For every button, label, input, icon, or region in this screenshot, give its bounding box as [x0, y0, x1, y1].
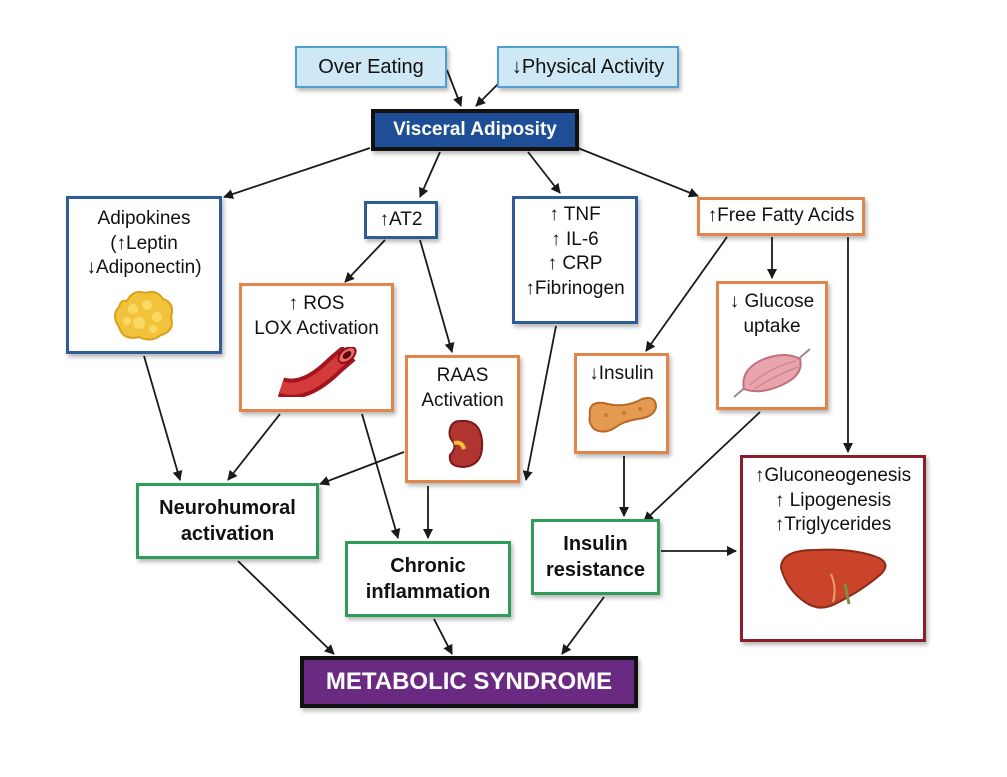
- glucose-uptake-box: ↓ Glucose uptake: [716, 281, 828, 410]
- il6-label: ↑ IL-6: [551, 228, 599, 250]
- adipokines-box: Adipokines (↑Leptin ↓Adiponectin): [66, 196, 222, 354]
- pancreas-icon: [588, 396, 657, 433]
- arrow-glucose-to-resistance: [643, 411, 761, 522]
- liver-icon: [779, 548, 887, 609]
- arrow-over-eating: [446, 69, 463, 107]
- crp-label: ↑ CRP: [547, 253, 603, 275]
- over-eating-box: Over Eating: [295, 46, 447, 88]
- arrow-raas-to-neurohumoral: [319, 451, 405, 486]
- ros-box: ↑ ROS LOX Activation: [239, 283, 394, 412]
- uptake-label: uptake: [743, 315, 801, 337]
- raas-box: RAAS Activation: [405, 355, 520, 483]
- inflammatory-markers-box: ↑ TNF ↑ IL-6 ↑ CRP ↑Fibrinogen: [512, 196, 638, 324]
- arrow-adiposity-to-tnf: [527, 151, 561, 194]
- glucose-label: ↓ Glucose: [729, 291, 815, 312]
- insulin-resistance-line-2: resistance: [546, 559, 645, 581]
- visceral-adiposity-label: Visceral Adiposity: [393, 118, 557, 140]
- arrow-tnf-to-inflammation: [522, 325, 557, 481]
- at2-box: ↑AT2: [364, 201, 438, 239]
- arrow-ffa-to-insulin: [645, 236, 728, 352]
- lox-activation-label: LOX Activation: [254, 317, 379, 339]
- neurohumoral-label: Neurohumoral: [159, 497, 296, 519]
- at2-label: ↑AT2: [379, 208, 423, 230]
- fibrinogen-label: ↑Fibrinogen: [525, 278, 625, 300]
- insulin-resistance-line-1: Insulin: [563, 533, 628, 555]
- raas-label: RAAS: [436, 365, 489, 386]
- arrow-adiposity-to-ffa: [577, 147, 699, 198]
- adipokines-line-3: ↓Adiponectin): [86, 257, 202, 279]
- kidney-icon: [448, 420, 483, 469]
- free-fatty-acids-box: ↑Free Fatty Acids: [697, 197, 865, 236]
- neurohumoral-activation-box: Neurohumoral activation: [136, 483, 319, 559]
- blood-vessel-icon: [277, 347, 357, 398]
- chronic-inflammation-box: Chronic inflammation: [345, 541, 511, 617]
- visceral-adiposity-box: Visceral Adiposity: [371, 109, 579, 151]
- muscle-icon: [733, 348, 811, 399]
- metabolic-syndrome-box: METABOLIC SYNDROME: [300, 656, 638, 708]
- arrow-adiposity-to-adipokines: [223, 147, 371, 199]
- insulin-box: ↓Insulin: [574, 353, 669, 454]
- adipokines-line-2: (↑Leptin: [110, 232, 178, 254]
- adipokines-line-1: Adipokines: [97, 208, 191, 229]
- over-eating-label: Over Eating: [318, 56, 424, 78]
- arrow-ros-to-inflammation: [361, 413, 401, 539]
- gluconeogenesis-label: ↑Gluconeogenesis: [754, 465, 912, 486]
- free-fatty-acids-label: ↑Free Fatty Acids: [707, 205, 855, 227]
- physical-activity-box: ↓Physical Activity: [497, 46, 679, 88]
- insulin-resistance-box: Insulin resistance: [531, 519, 660, 595]
- ros-label: ↑ ROS: [288, 293, 345, 314]
- activation-label: activation: [180, 523, 275, 545]
- arrow-adipokines-to-neurohumoral: [143, 355, 183, 481]
- insulin-label: ↓Insulin: [589, 363, 654, 384]
- arrow-resistance-to-syndrome: [561, 596, 605, 655]
- raas-activation-label: Activation: [421, 389, 504, 411]
- inflammation-label: inflammation: [365, 581, 491, 603]
- arrow-ros-to-neurohumoral: [227, 413, 281, 481]
- physical-activity-label: ↓Physical Activity: [511, 56, 665, 78]
- gluconeogenesis-box: ↑Gluconeogenesis ↑ Lipogenesis ↑Triglyce…: [740, 455, 926, 642]
- arrow-adiposity-to-at2: [419, 151, 441, 198]
- fat-tissue-icon: [114, 290, 173, 341]
- chronic-label: Chronic: [390, 555, 466, 577]
- arrow-inflammation-to-syndrome: [433, 618, 453, 655]
- lipogenesis-label: ↑ Lipogenesis: [774, 489, 892, 511]
- arrow-neurohumoral-to-syndrome: [237, 560, 335, 655]
- metabolic-syndrome-label: METABOLIC SYNDROME: [325, 668, 613, 696]
- tnf-label: ↑ TNF: [549, 204, 601, 225]
- arrow-at2-to-ros: [344, 239, 386, 283]
- triglycerides-label: ↑Triglycerides: [774, 514, 892, 536]
- arrow-at2-to-raas: [419, 239, 455, 353]
